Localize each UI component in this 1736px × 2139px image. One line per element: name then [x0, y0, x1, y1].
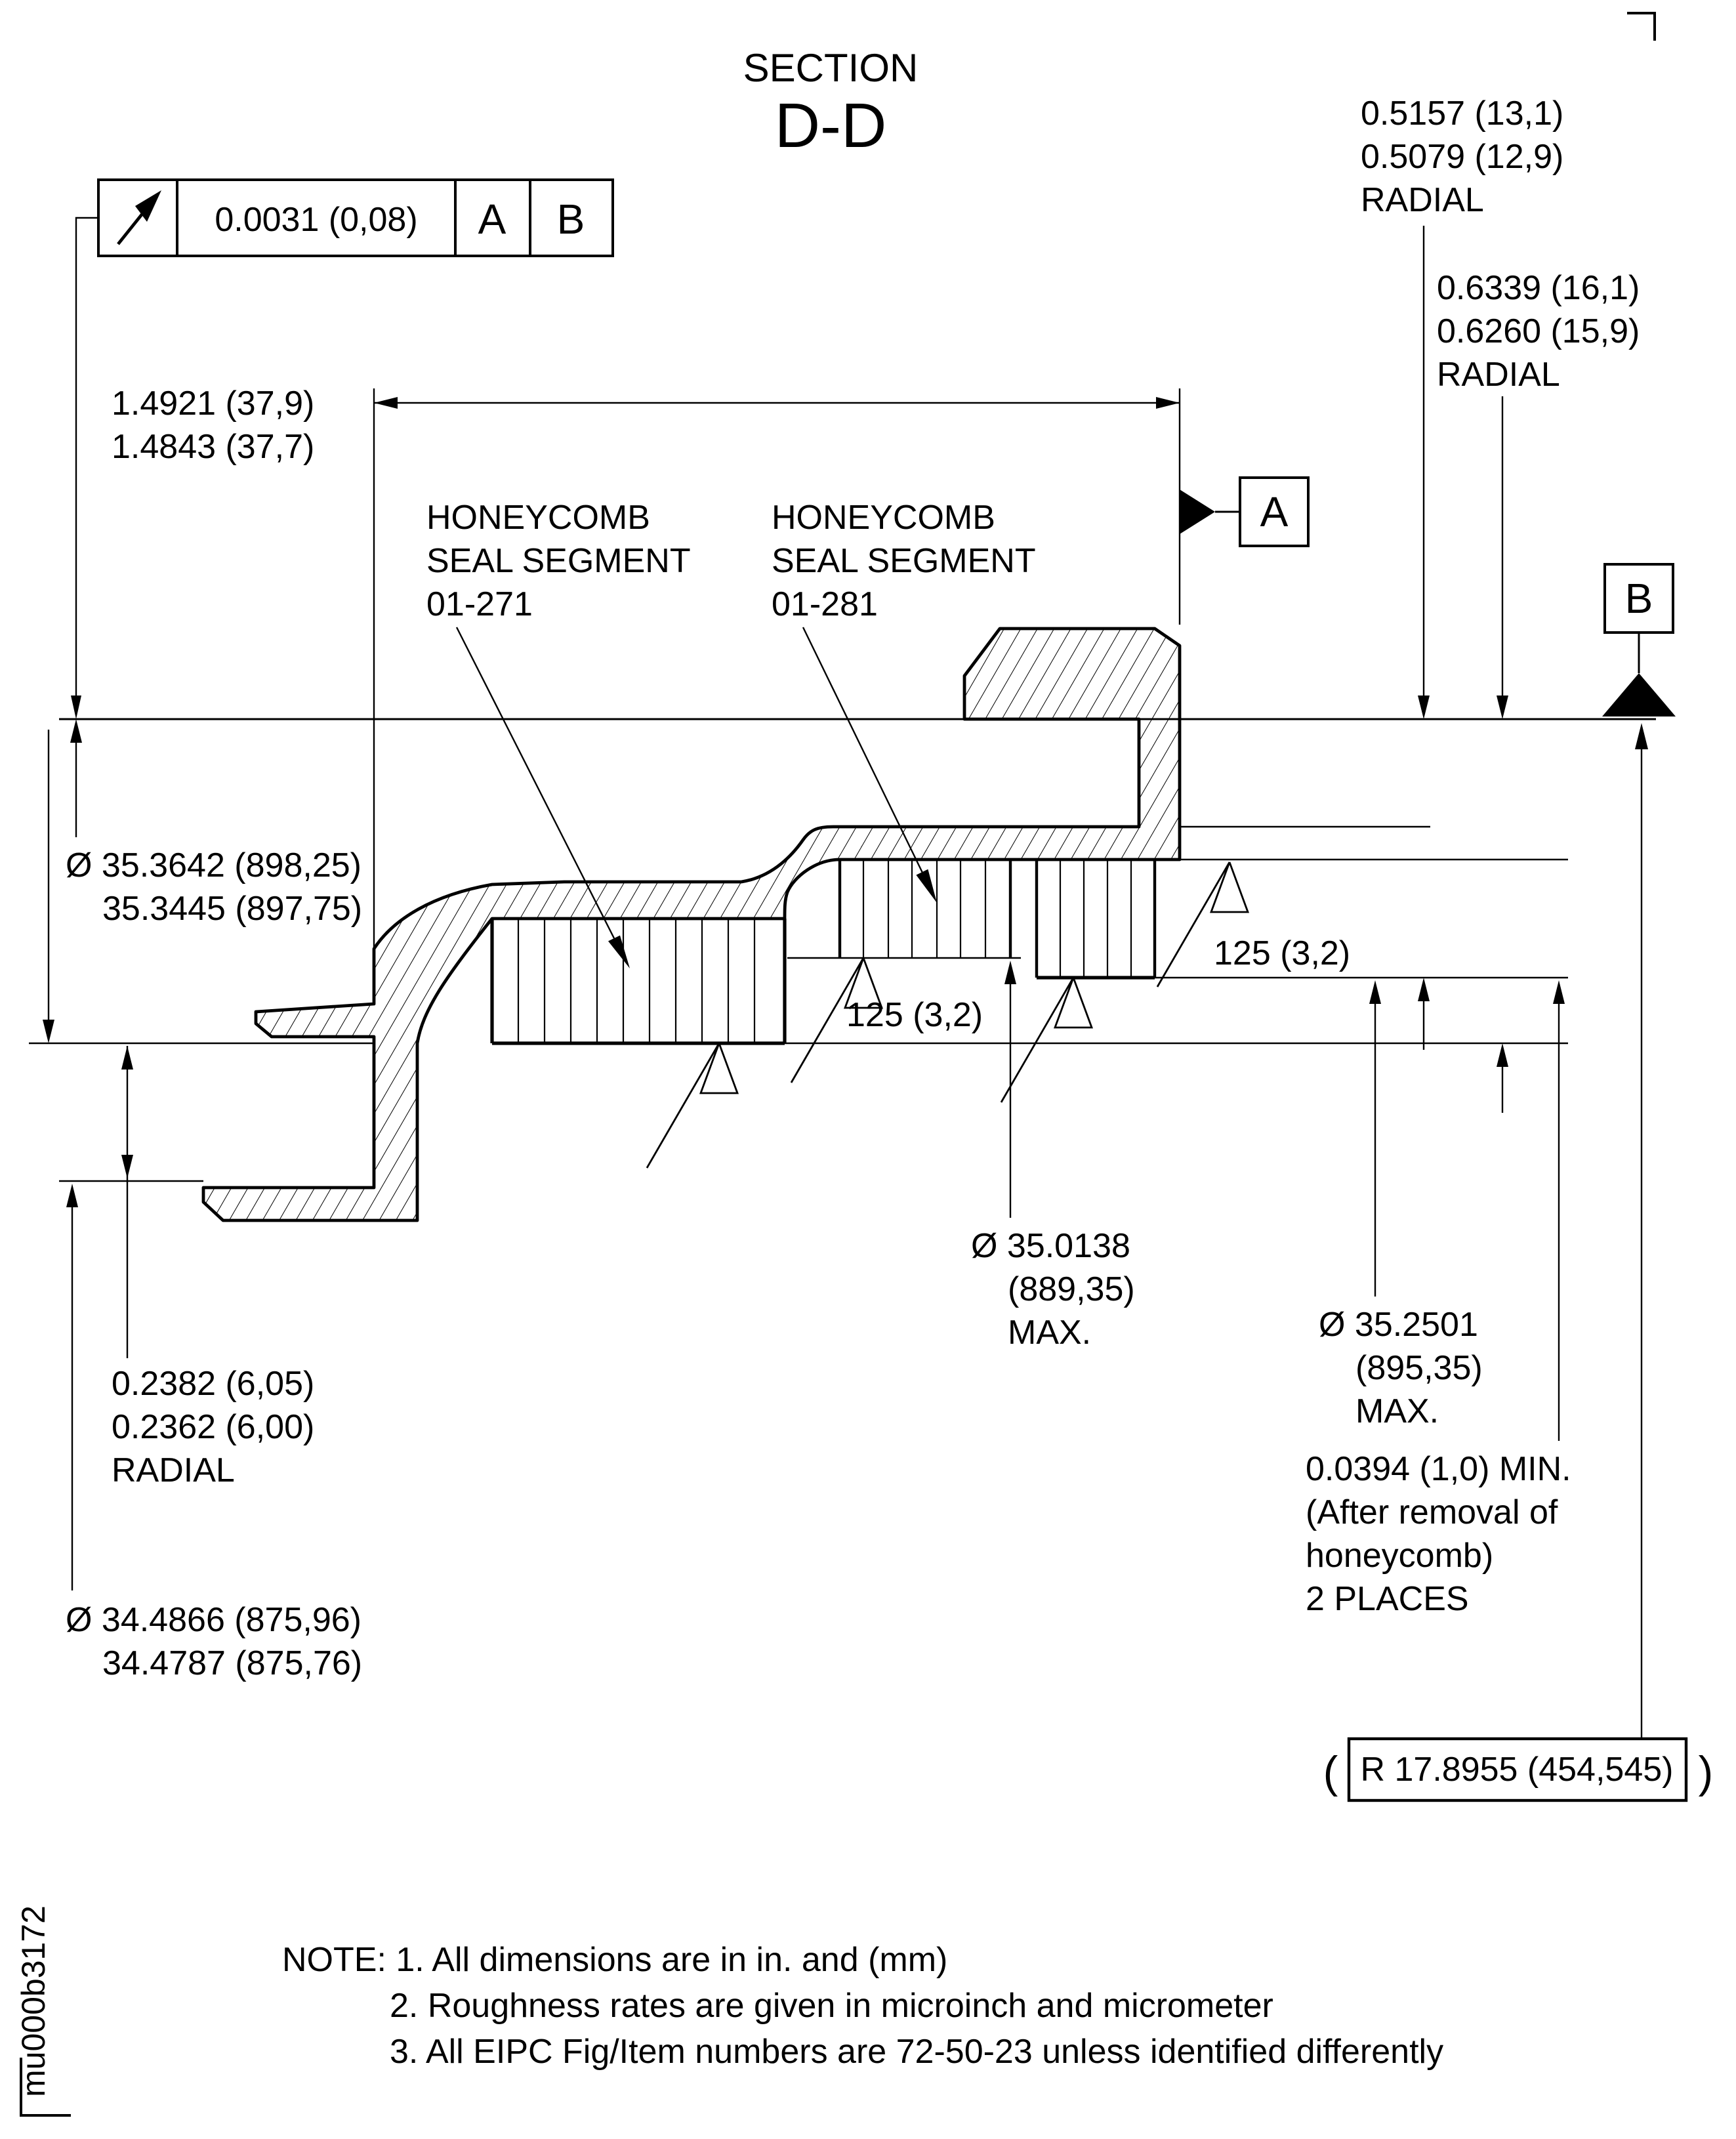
svg-text:1.4921 (37,9): 1.4921 (37,9) [112, 384, 314, 423]
svg-text:RADIAL: RADIAL [1361, 181, 1484, 219]
arrow-up-icon [1418, 978, 1430, 1001]
dim-radial-13: 0.5157 (13,1) 0.5079 (12,9) RADIAL [1361, 94, 1563, 1050]
arrow-up-icon [66, 1184, 78, 1207]
dim-width: 1.4921 (37,9) 1.4843 (37,7) [112, 384, 1181, 991]
drawing-code: mu000b3172 [15, 1905, 52, 2097]
svg-text:0.2362 (6,00): 0.2362 (6,00) [112, 1408, 314, 1446]
svg-text:RADIAL: RADIAL [112, 1451, 235, 1489]
dim-dia-875: Ø 34.4866 (875,96) 34.4787 (875,76) [66, 1184, 362, 1682]
svg-text:HONEYCOMB: HONEYCOMB [772, 499, 995, 537]
svg-text:0.2382 (6,05): 0.2382 (6,05) [112, 1365, 314, 1403]
honeycomb-segment-281-outer [1035, 860, 1157, 980]
dim-min-wall: 0.0394 (1,0) MIN. (After removal of hone… [1306, 980, 1571, 1618]
arrow-down-icon [1418, 696, 1430, 719]
datum-triangle-icon [1602, 673, 1676, 716]
dim-dia-889: Ø 35.0138 (889,35) MAX. [971, 961, 1135, 1352]
svg-text:3. All EIPC Fig/Item numbers a: 3. All EIPC Fig/Item numbers are 72-50-2… [390, 2033, 1443, 2071]
corner-mark-bottom-left [20, 2058, 71, 2117]
roughness-icon [646, 1043, 739, 1169]
svg-text:Ø 35.3642 (898,25): Ø 35.3642 (898,25) [66, 846, 362, 884]
svg-text:34.4787 (875,76): 34.4787 (875,76) [102, 1644, 362, 1682]
svg-text:): ) [1699, 1747, 1714, 1797]
arrow-up-icon [1497, 1043, 1508, 1067]
svg-text:honeycomb): honeycomb) [1306, 1537, 1493, 1575]
roughness-value-1: 125 (3,2) [846, 996, 983, 1034]
dim-radial-16: 0.6339 (16,1) 0.6260 (15,9) RADIAL [1437, 269, 1640, 1113]
svg-text:A: A [1260, 488, 1289, 535]
roughness-icon [790, 957, 884, 1083]
arrow-up-icon [1004, 961, 1016, 984]
svg-text:(895,35): (895,35) [1355, 1349, 1483, 1387]
arrow-down-icon [43, 1020, 54, 1043]
svg-text:1.4843 (37,7): 1.4843 (37,7) [112, 428, 314, 466]
arrow-up-icon [1369, 980, 1381, 1004]
svg-text:HONEYCOMB: HONEYCOMB [426, 499, 650, 537]
notes-block: NOTE: 1. All dimensions are in in. and (… [282, 1941, 1443, 2071]
honeycomb-segment-271 [490, 919, 787, 1045]
arrow-left-icon [374, 397, 398, 409]
part-cross-section [201, 627, 1182, 1222]
arrow-up-icon [1635, 723, 1648, 749]
corner-mark-top-right [1627, 12, 1656, 41]
arrow-right-icon [1156, 397, 1180, 409]
svg-text:2. Roughness rates are given i: 2. Roughness rates are given in microinc… [390, 1987, 1273, 2025]
arrow-down-icon [1497, 696, 1508, 719]
svg-text:2 PLACES: 2 PLACES [1306, 1580, 1469, 1618]
svg-text:Ø 35.2501: Ø 35.2501 [1319, 1306, 1478, 1344]
arrow-up-icon [1553, 980, 1565, 1004]
label-seg-271: HONEYCOMB SEAL SEGMENT 01-271 [426, 499, 691, 968]
svg-text:01-271: 01-271 [426, 585, 533, 623]
dim-radius-ref: ( R 17.8955 (454,545) ) [1323, 723, 1714, 1802]
honeycomb-segment-281-inner [838, 860, 1012, 958]
leader-arrow-icon [608, 935, 630, 968]
datum-a-flag: A [1180, 476, 1310, 547]
fcf-datum-b: B [557, 196, 585, 243]
svg-text:Ø 35.0138: Ø 35.0138 [971, 1227, 1130, 1265]
dim-dia-895: Ø 35.2501 (895,35) MAX. [1319, 980, 1483, 1430]
svg-text:0.6339 (16,1): 0.6339 (16,1) [1437, 269, 1640, 307]
svg-text:R 17.8955 (454,545): R 17.8955 (454,545) [1360, 1751, 1673, 1789]
section-title: SECTION [743, 46, 919, 90]
roughness-icon [1156, 862, 1250, 987]
datum-triangle-icon [1180, 489, 1215, 534]
svg-text:RADIAL: RADIAL [1437, 356, 1560, 394]
svg-text:SEAL SEGMENT: SEAL SEGMENT [772, 542, 1036, 580]
svg-text:0.5079 (12,9): 0.5079 (12,9) [1361, 138, 1563, 176]
arrow-up-icon [70, 719, 82, 743]
fcf-datum-a: A [478, 196, 506, 243]
fcf-tolerance: 0.0031 (0,08) [215, 201, 417, 239]
leader-arrow-icon [916, 869, 937, 903]
svg-text:(: ( [1323, 1747, 1338, 1797]
svg-text:Ø 34.4866 (875,96): Ø 34.4866 (875,96) [66, 1601, 362, 1639]
svg-text:SEAL SEGMENT: SEAL SEGMENT [426, 542, 691, 580]
label-seg-281: HONEYCOMB SEAL SEGMENT 01-281 [772, 499, 1036, 903]
svg-text:MAX.: MAX. [1008, 1314, 1091, 1352]
svg-text:(After removal of: (After removal of [1306, 1493, 1558, 1531]
construction-lines [29, 718, 1656, 1182]
svg-text:B: B [1625, 575, 1653, 622]
svg-text:(889,35): (889,35) [1008, 1270, 1135, 1308]
section-id: D-D [775, 91, 887, 161]
dim-dia-898: Ø 35.3642 (898,25) 35.3445 (897,75) [43, 719, 362, 1043]
svg-text:35.3445 (897,75): 35.3445 (897,75) [102, 890, 362, 928]
runout-icon [117, 190, 161, 245]
roughness-value-2: 125 (3,2) [1214, 934, 1350, 972]
svg-text:MAX.: MAX. [1355, 1392, 1439, 1430]
svg-text:0.5157 (13,1): 0.5157 (13,1) [1361, 94, 1563, 133]
fcf-arrow-icon [71, 696, 81, 719]
roughness-icon [1000, 977, 1094, 1103]
dim-radial-6: 0.2382 (6,05) 0.2362 (6,00) RADIAL [112, 1046, 314, 1489]
svg-text:NOTE: 1. All dimensions are in: NOTE: 1. All dimensions are in in. and (… [282, 1941, 947, 1979]
datum-b-flag: B [1602, 563, 1676, 716]
feature-control-frame: 0.0031 (0,08) A B [71, 178, 614, 719]
svg-text:0.6260 (15,9): 0.6260 (15,9) [1437, 312, 1640, 350]
fcf-leader [75, 217, 98, 698]
svg-text:01-281: 01-281 [772, 585, 878, 623]
svg-text:0.0394 (1,0) MIN.: 0.0394 (1,0) MIN. [1306, 1450, 1571, 1488]
roughness-marks [646, 862, 1250, 1169]
